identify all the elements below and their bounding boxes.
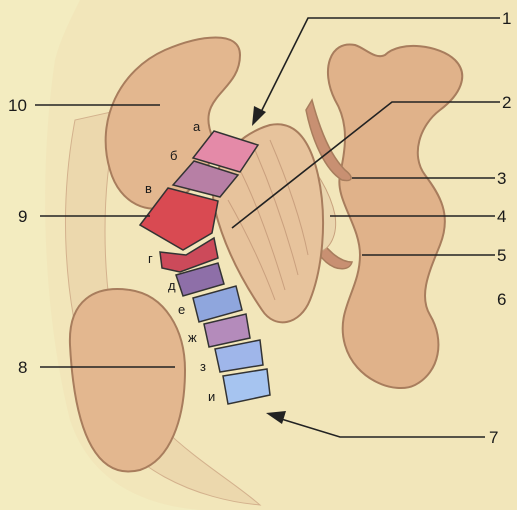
segment-letter-i: и — [208, 389, 215, 404]
segment-letter-b: б — [170, 148, 177, 163]
segment-letter-g: г — [148, 251, 153, 266]
label-3: 3 — [497, 169, 506, 188]
label-6: 6 — [497, 290, 506, 309]
label-8: 8 — [18, 358, 27, 377]
label-4: 4 — [497, 207, 506, 226]
label-7: 7 — [489, 428, 498, 447]
segment-letter-e: е — [178, 302, 185, 317]
label-10: 10 — [8, 96, 27, 115]
segment-letter-d: д — [168, 278, 176, 293]
segment-letter-v: в — [145, 181, 152, 196]
segment-letter-a: а — [193, 119, 201, 134]
label-1: 1 — [502, 9, 511, 28]
label-5: 5 — [497, 246, 506, 265]
segment-letter-zh: ж — [188, 330, 197, 345]
label-2: 2 — [502, 93, 511, 112]
label-9: 9 — [18, 207, 27, 226]
segment-letter-z: з — [200, 359, 206, 374]
